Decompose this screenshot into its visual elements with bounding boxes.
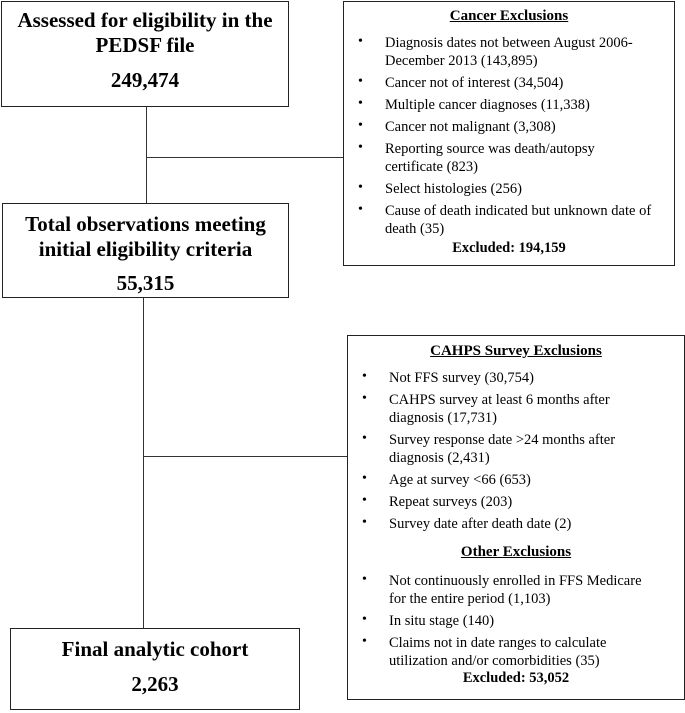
cancer-exclusions-title: Cancer Exclusions [449, 8, 569, 24]
bullet-icon: • [362, 369, 367, 384]
cancer-exclusions-box: Cancer Exclusions • Diagnosis dates not … [343, 1, 675, 266]
total-obs-line-1: Total observations meeting [25, 212, 266, 236]
bullet-icon: • [362, 515, 367, 530]
connector-to-cancer-exclusions [146, 157, 343, 159]
bullet-icon: • [362, 612, 367, 627]
list-item: • Cancer not malignant (3,308) [358, 118, 556, 135]
cancer-excluded-total: Excluded: 194,159 [452, 240, 566, 256]
connector-assessed-to-total [146, 106, 148, 204]
assessed-count: 249,474 [110, 68, 180, 92]
list-item: • In situ stage (140) [362, 612, 495, 629]
assessed-line-2: PEDSF file [95, 33, 195, 57]
bullet-icon: • [358, 202, 363, 217]
other-exclusions-title: Other Exclusions [460, 544, 572, 560]
list-item: • Multiple cancer diagnoses (11,338) [358, 96, 590, 113]
list-item: • CAHPS survey at least 6 months after d… [362, 391, 610, 426]
bullet-icon: • [358, 34, 363, 49]
assessed-box: Assessed for eligibility in the PEDSF fi… [1, 1, 289, 107]
list-item: • Select histologies (256) [358, 180, 522, 197]
list-item: • Repeat surveys (203) [362, 493, 513, 510]
bullet-icon: • [362, 572, 367, 587]
list-item: • Survey date after death date (2) [362, 515, 572, 532]
connector-total-to-final [143, 297, 145, 629]
cancer-exclusions-list: • Diagnosis dates not between August 200… [352, 34, 666, 238]
total-obs-line-2: initial eligibility criteria [38, 237, 253, 261]
list-item: • Cause of death indicated but unknown d… [358, 202, 652, 237]
list-item: • Survey response date >24 months after … [362, 431, 616, 466]
bullet-icon: • [362, 634, 367, 649]
other-exclusions-list: • Not continuously enrolled in FFS Medic… [356, 572, 676, 670]
cahps-exclusions-title: CAHPS Survey Exclusions [430, 343, 602, 359]
bullet-icon: • [358, 118, 363, 133]
list-item: • Not continuously enrolled in FFS Medic… [362, 572, 642, 607]
connector-to-cahps-exclusions [143, 456, 347, 458]
cahps-exclusions-list: • Not FFS survey (30,754) • CAHPS survey… [356, 369, 676, 533]
list-item: • Claims not in date ranges to calculate… [362, 634, 607, 669]
final-cohort-box: Final analytic cohort 2,263 [10, 628, 300, 710]
total-observations-box: Total observations meeting initial eligi… [2, 203, 289, 298]
final-count: 2,263 [131, 672, 179, 696]
bullet-icon: • [358, 140, 363, 155]
bullet-icon: • [358, 96, 363, 111]
list-item: • Diagnosis dates not between August 200… [358, 34, 633, 69]
bullet-icon: • [362, 431, 367, 446]
bullet-icon: • [362, 471, 367, 486]
list-item: • Cancer not of interest (34,504) [358, 74, 564, 91]
list-item: • Reporting source was death/autopsy cer… [358, 140, 595, 175]
final-title: Final analytic cohort [61, 637, 249, 661]
list-item: • Age at survey <66 (653) [362, 471, 531, 488]
bullet-icon: • [362, 493, 367, 508]
total-obs-count: 55,315 [116, 271, 175, 295]
bullet-icon: • [358, 180, 363, 195]
bullet-icon: • [362, 391, 367, 406]
bullet-icon: • [358, 74, 363, 89]
list-item: • Not FFS survey (30,754) [362, 369, 535, 386]
cahps-other-exclusions-box: CAHPS Survey Exclusions • Not FFS survey… [347, 335, 685, 700]
assessed-line-1: Assessed for eligibility in the [17, 8, 273, 32]
other-excluded-total: Excluded: 53,052 [462, 670, 570, 686]
